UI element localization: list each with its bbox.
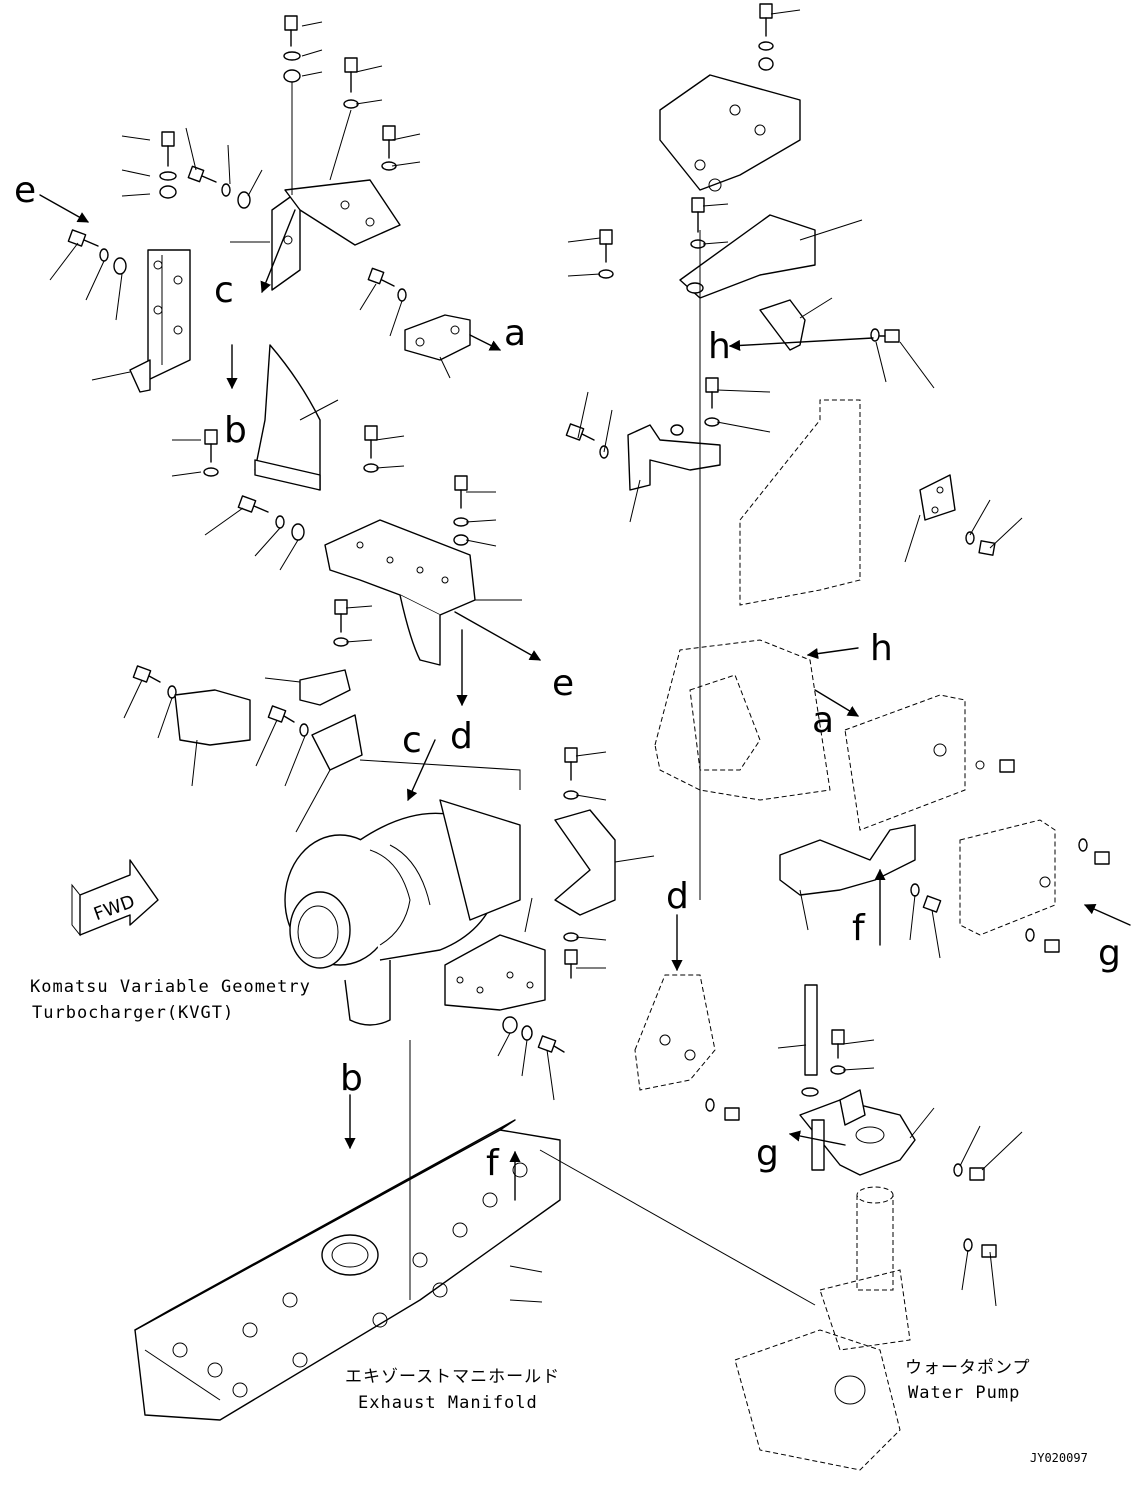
callout-a-2: a bbox=[812, 700, 834, 741]
leader-lines bbox=[49, 9, 1023, 1307]
turbocharger-kvgt bbox=[284, 759, 521, 1026]
callout-letters: e c a b e c d b f h h a d f g g bbox=[14, 170, 1121, 1184]
bracket-main-support bbox=[324, 519, 476, 666]
callout-b-1: b bbox=[224, 410, 247, 451]
kvgt-label-line1: Komatsu Variable Geometry bbox=[30, 977, 311, 997]
drawing-code: JY020097 bbox=[1030, 1451, 1088, 1465]
bracket-c-assembly bbox=[271, 15, 401, 291]
callout-d-2: d bbox=[666, 876, 689, 917]
bracket-f-assembly bbox=[779, 824, 942, 913]
bracket-d-lower-dashed bbox=[634, 974, 740, 1121]
direction-arrows bbox=[39, 194, 1131, 1201]
component-labels: Komatsu Variable Geometry Turbocharger(K… bbox=[30, 977, 1088, 1465]
exhaust-label-en: Exhaust Manifold bbox=[358, 1393, 538, 1413]
flange-top-right bbox=[659, 74, 801, 192]
callout-d-1: d bbox=[450, 716, 473, 757]
kvgt-label-line2: Turbocharger(KVGT) bbox=[32, 1003, 234, 1023]
callout-c-1: c bbox=[214, 270, 234, 311]
callout-f-1: f bbox=[486, 1143, 500, 1184]
bolt-group-top-right bbox=[758, 3, 774, 71]
exhaust-label-jp: エキゾーストマニホールド bbox=[345, 1367, 560, 1387]
bracket-d-assembly bbox=[554, 747, 616, 979]
callout-h-1: h bbox=[708, 326, 731, 367]
engine-bottom-right-lines bbox=[539, 230, 816, 1306]
exhaust-manifold bbox=[134, 1040, 561, 1421]
heat-shield-b bbox=[254, 344, 321, 491]
callout-g-1: g bbox=[1098, 933, 1121, 974]
callout-e-1: e bbox=[14, 170, 36, 211]
water-pump bbox=[734, 1186, 911, 1471]
bracket-f-lower bbox=[444, 934, 565, 1053]
bracket-h-assembly bbox=[598, 197, 900, 351]
turbo-outlet-dashed bbox=[654, 639, 1110, 953]
callout-h-2: h bbox=[870, 628, 893, 669]
callout-g-2: g bbox=[756, 1133, 779, 1174]
bracket-e-assembly bbox=[129, 249, 191, 393]
pump-label-en: Water Pump bbox=[908, 1383, 1020, 1403]
bolt-group-1 bbox=[67, 131, 251, 275]
bolt-group-3 bbox=[132, 599, 363, 771]
plate-right-dashed bbox=[739, 399, 996, 606]
callout-c-2: c bbox=[402, 720, 422, 761]
water-pump-bracket-g bbox=[799, 984, 997, 1258]
callout-f-2: f bbox=[852, 908, 866, 949]
callout-b-2: b bbox=[340, 1058, 363, 1099]
bolt-group-2 bbox=[203, 425, 469, 546]
pump-label-jp: ウォータポンプ bbox=[905, 1358, 1031, 1378]
bracket-mid-right bbox=[565, 377, 721, 491]
callout-a-1: a bbox=[504, 313, 526, 354]
fwd-arrow-icon: FWD bbox=[71, 859, 159, 937]
callout-e-2: e bbox=[552, 663, 574, 704]
bracket-a-assembly bbox=[367, 267, 471, 361]
